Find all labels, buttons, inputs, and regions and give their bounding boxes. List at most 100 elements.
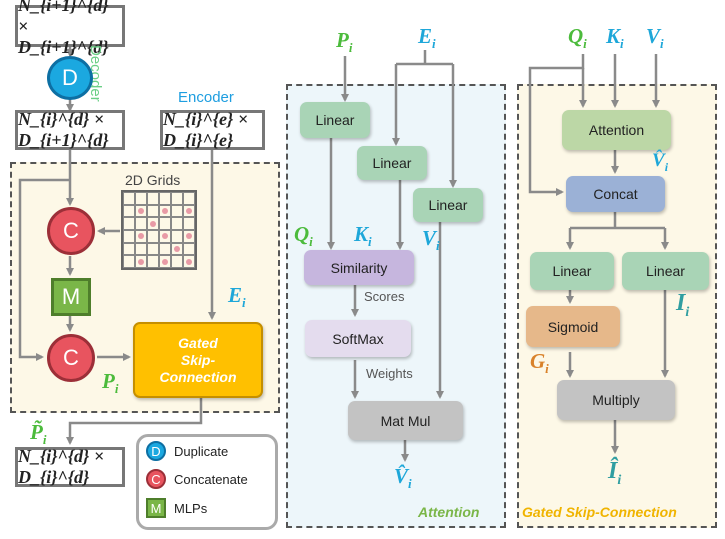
grid-sample-dot (138, 258, 144, 265)
duplicate-glyph: D (62, 65, 78, 90)
gsc-k-subscript: i (620, 36, 624, 52)
grid-cell (123, 192, 135, 205)
tensor-mid: N_{i}^{d} × D_{i+1}^{d} (15, 109, 125, 150)
grid-sample-dot (186, 258, 192, 265)
gsc-vhat-label: V̂i (652, 150, 668, 175)
concat-icon-top: C (47, 207, 95, 255)
grid-cell (159, 204, 171, 218)
grid-sample-dot (186, 207, 192, 214)
grid-cell (183, 242, 195, 256)
attn-e-input-label: Ei (418, 24, 436, 52)
tensor-encoder: N_{i}^{e} × D_{i}^{e} (160, 109, 265, 150)
attn-softmax-label: SoftMax (332, 330, 384, 347)
gsc-linear-left: Linear (530, 252, 614, 290)
left-e-subscript: i (242, 295, 246, 311)
gsc-multiply-label: Multiply (592, 392, 640, 408)
attn-v-letter: V (422, 226, 437, 250)
gsc-i-subscript: i (685, 304, 690, 320)
tensor-output-text: N_{i}^{d} × D_{i}^{d} (18, 446, 105, 487)
grid-cell (183, 204, 195, 218)
attn-softmax: SoftMax (305, 320, 411, 357)
gsc-i-letter: I (676, 290, 686, 316)
attn-e-letter: E (418, 24, 433, 48)
grid-cell (135, 217, 147, 230)
grid-cell (171, 192, 183, 205)
attn-vhat-label: V̂i (394, 464, 412, 492)
duplicate-icon: D (47, 56, 93, 100)
attn-linear-2: Linear (357, 146, 427, 180)
grid-cell (135, 242, 147, 256)
left-e-label: Ei (228, 283, 246, 311)
gsc-panel-title: Gated Skip-Connection (522, 504, 677, 520)
gsc-g-label: Gi (530, 349, 549, 377)
grid-sample-dot (150, 220, 156, 227)
grid-sample-dot (162, 258, 168, 265)
legend-duplicate-label: Duplicate (174, 443, 229, 459)
legend-concatenate-label: Concatenate (174, 471, 248, 487)
grid-cell (183, 230, 195, 243)
grid-cell (159, 242, 171, 256)
gsc-q-letter: Q (568, 24, 584, 48)
grid-cell (159, 230, 171, 243)
encoder-label: Encoder (178, 89, 234, 106)
tensor-top: N_{i+1}^{d} × D_{i+1}^{d} (15, 0, 125, 57)
attn-linear-1-label: Linear (315, 112, 355, 128)
attn-matmul-label: Mat Mul (380, 412, 431, 429)
attn-p-input-label: Pi (336, 28, 352, 56)
grid-cell (147, 242, 159, 256)
attn-p-subscript: i (348, 40, 353, 56)
grid-cell (183, 255, 195, 268)
attn-q-letter: Q (294, 222, 310, 246)
gsc-sigmoid-label: Sigmoid (547, 318, 599, 335)
gsc-k-letter: K (606, 24, 621, 48)
gsc-v-label: Vi (646, 24, 664, 52)
attn-q-subscript: i (309, 234, 313, 250)
grid-cell (135, 204, 147, 218)
grid-sample-dot (186, 233, 192, 240)
grid-cell (147, 192, 159, 205)
concat-glyph-top: C (63, 218, 79, 243)
gsc-v-subscript: i (660, 36, 664, 52)
gsc-ihat-letter: Î (608, 458, 618, 484)
legend-mlps-label: MLPs (174, 500, 208, 516)
grid-cell (123, 217, 135, 230)
gsc-v-letter: V (646, 24, 661, 48)
gsc-vhat-subscript: i (664, 159, 669, 174)
grid-sample-dot (138, 233, 144, 240)
left-e-letter: E (228, 283, 243, 307)
gsc-q-label: Qi (568, 24, 587, 52)
grid-cell (147, 204, 159, 218)
tensor-top-text: N_{i+1}^{d} × D_{i+1}^{d} (18, 0, 109, 57)
grid-cell (183, 217, 195, 230)
gsc-attention: Attention (562, 110, 671, 150)
attn-k-subscript: i (368, 234, 372, 250)
attn-linear-2-label: Linear (372, 155, 412, 171)
left-p-subscript: i (114, 381, 119, 397)
gsc-g-subscript: i (545, 361, 549, 377)
tensor-encoder-text: N_{i}^{e} × D_{i}^{e} (163, 109, 249, 150)
grid-cell (147, 230, 159, 243)
grid-cell (159, 217, 171, 230)
attn-k-letter: K (354, 222, 369, 246)
grid-sample-dot (138, 207, 144, 214)
mlp-icon: M (51, 278, 91, 316)
attn-q-label: Qi (294, 222, 313, 250)
attention-panel-title: Attention (418, 504, 480, 520)
left-p-tilde-label: P̃i (30, 420, 46, 448)
attn-v-subscript: i (436, 238, 440, 254)
grid-cell (147, 217, 159, 230)
grid-cell (135, 192, 147, 205)
gsc-concat-label: Concat (593, 186, 638, 202)
grids-label: 2D Grids (125, 172, 181, 188)
attn-scores-label: Scores (364, 289, 405, 304)
grid-sample-dot (174, 245, 180, 252)
tensor-mid-text: N_{i}^{d} × D_{i+1}^{d} (18, 109, 109, 150)
gsc-linear-right-label: Linear (646, 263, 685, 279)
grid-cell (135, 230, 147, 243)
mlp-glyph: M (61, 284, 81, 309)
grid-sample-dot (162, 233, 168, 240)
